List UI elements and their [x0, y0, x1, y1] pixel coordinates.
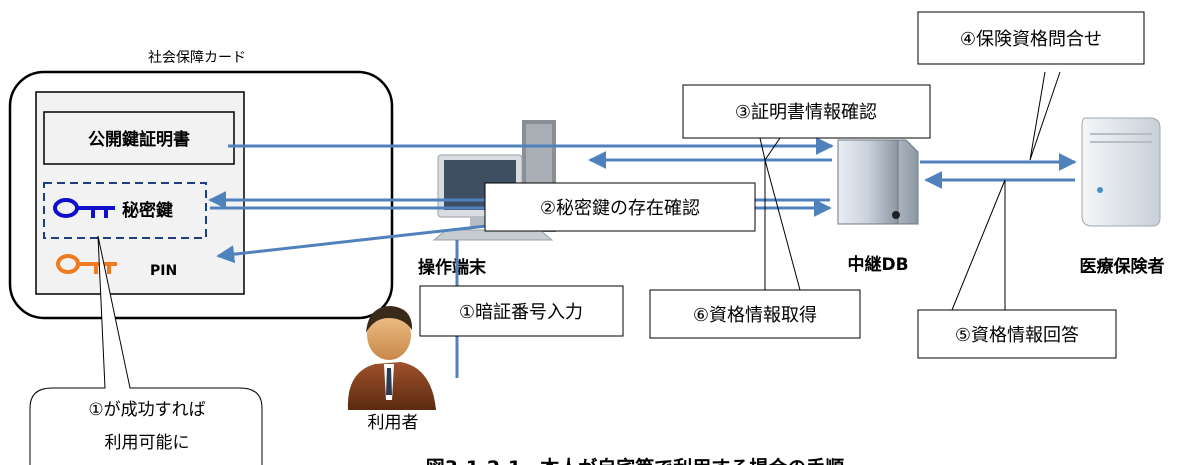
terminal-label: 操作端末 — [418, 257, 487, 278]
svg-text:①暗証番号入力: ①暗証番号入力 — [459, 302, 583, 323]
callout-pointers — [759, 71, 1061, 311]
svg-text:⑤資格情報回答: ⑤資格情報回答 — [955, 325, 1079, 346]
card-title: 社会保障カード — [148, 50, 246, 66]
key-icon — [56, 254, 117, 274]
svg-text:③証明書情報確認: ③証明書情報確認 — [735, 102, 877, 123]
step-box-4: ④保険資格問合せ — [917, 11, 1145, 65]
relay-db-label: 中継DB — [847, 254, 908, 275]
note-callout: ①が成功すれば 利用可能に — [29, 235, 263, 465]
private-key-box — [43, 182, 207, 239]
server-icon — [837, 139, 919, 225]
public-key-cert-label: 公開鍵証明書 — [88, 129, 190, 150]
step-box-2: ②秘密鍵の存在確認 — [484, 182, 756, 232]
note-line-2: 利用可能に — [105, 433, 190, 453]
step-box-6: ⑥資格情報取得 — [649, 289, 861, 339]
key-icon — [53, 198, 115, 218]
user-icon — [347, 306, 436, 410]
social-security-card: 社会保障カード 公開鍵証明書 秘密鍵 PIN — [8, 50, 394, 320]
step-box-1: ①暗証番号入力 — [419, 285, 624, 337]
note-line-1: ①が成功すれば — [88, 400, 205, 420]
public-key-cert-box — [43, 111, 235, 165]
private-key-label: 秘密鍵 — [122, 200, 173, 221]
svg-text:④保険資格問合せ: ④保険資格問合せ — [960, 29, 1102, 50]
insurer-label: 医療保険者 — [1080, 256, 1165, 277]
svg-text:②秘密鍵の存在確認: ②秘密鍵の存在確認 — [540, 198, 700, 219]
step-box-5: ⑤資格情報回答 — [917, 309, 1117, 359]
server-icon — [1081, 117, 1161, 227]
figure-caption: 図3-1-2-1 本人が自宅等で利用する場合の手順 — [426, 456, 846, 465]
svg-text:⑥資格情報取得: ⑥資格情報取得 — [693, 305, 817, 326]
step-box-3: ③証明書情報確認 — [682, 84, 931, 139]
user-label: 利用者 — [368, 413, 419, 433]
pin-label: PIN — [150, 263, 177, 279]
